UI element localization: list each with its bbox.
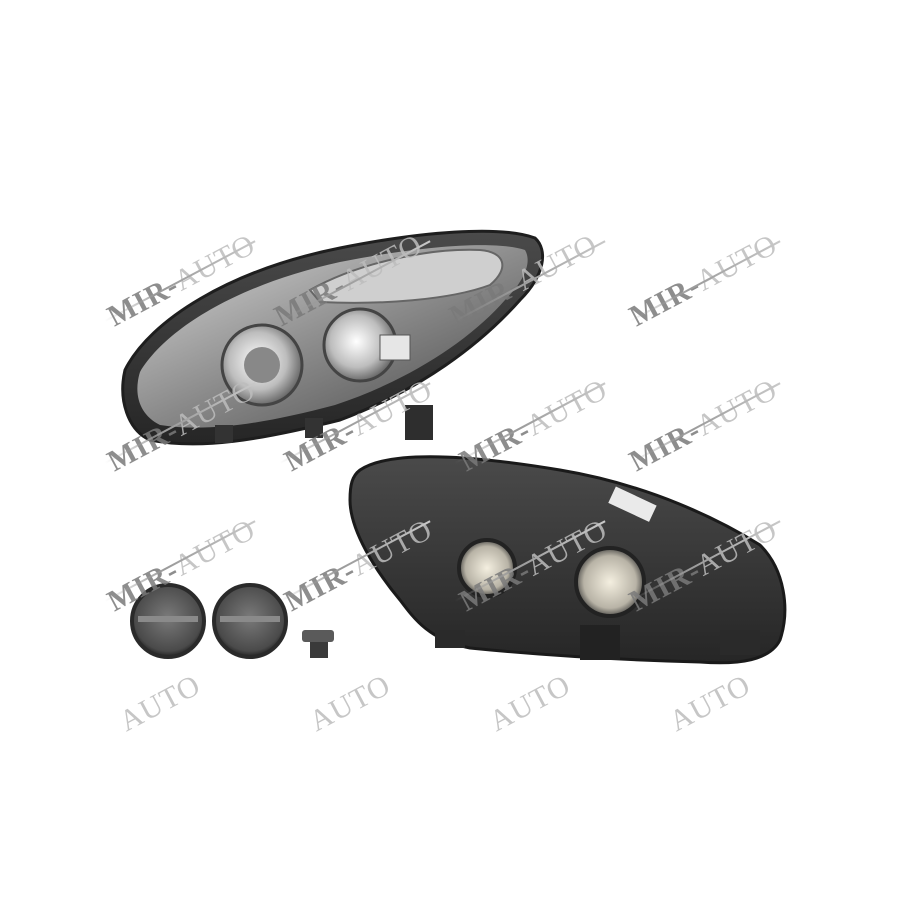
projector-lens-left: [220, 323, 304, 407]
mount-tab: [305, 418, 323, 438]
headlight-front-view: [121, 229, 544, 446]
mount-tab: [405, 405, 433, 440]
mount-tab: [435, 630, 465, 648]
projector-lens-right: [322, 307, 411, 383]
connector-housing: [580, 625, 620, 660]
mount-tab: [720, 630, 760, 655]
bulb-cover-cap-2: [212, 583, 288, 659]
label-sticker: [608, 486, 657, 522]
headlight-rear-view: [348, 455, 787, 665]
connector-plug: [302, 630, 334, 658]
bulb-cover-cap-1: [130, 583, 206, 659]
mount-tab: [215, 425, 233, 443]
bulb-socket-right: [574, 546, 646, 618]
